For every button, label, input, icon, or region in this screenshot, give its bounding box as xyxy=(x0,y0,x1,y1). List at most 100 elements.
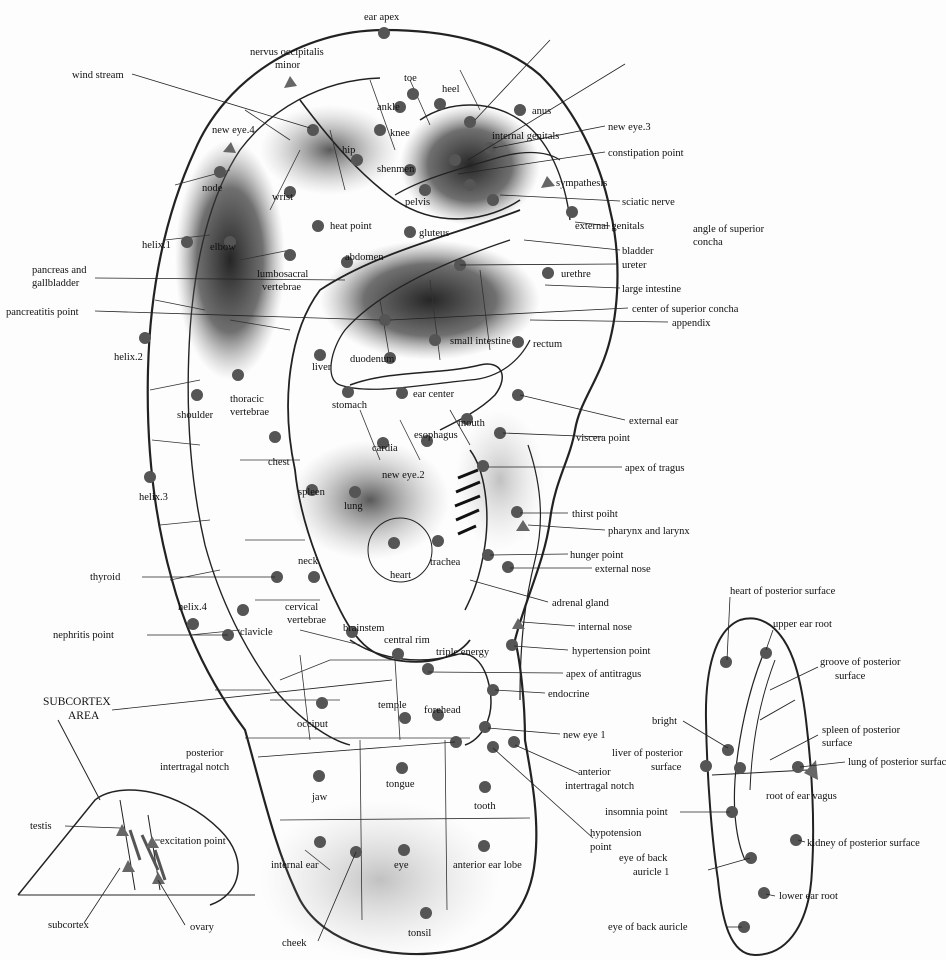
label-subcortex-area-2: AREA xyxy=(68,710,100,722)
label-jaw: jaw xyxy=(311,792,328,803)
label-liver: liver xyxy=(312,362,332,373)
label-shoulder: shoulder xyxy=(177,410,214,421)
label-spleen-of-posterior: spleen of posterior xyxy=(822,725,901,736)
label-heat-point: heat point xyxy=(330,221,372,232)
label-pancreas-and: pancreas and xyxy=(32,265,87,276)
label-pelvis: pelvis xyxy=(405,197,430,208)
label-vertebrae-2: vertebrae xyxy=(230,407,269,418)
label-testis: testis xyxy=(30,821,52,832)
label-nervus-occipitalis: nervus occipitalis xyxy=(250,47,324,58)
shade-lobe xyxy=(260,800,500,960)
label-lung-of-posterior-surface: lung of posterior surface xyxy=(848,757,946,768)
label-excitation-point: excitation point xyxy=(160,836,226,847)
label-cheek: cheek xyxy=(282,938,307,949)
label-shenmen: shenmen xyxy=(377,164,415,175)
label-sympathesis: sympathesis xyxy=(556,178,607,189)
label-eye-of-back-auricle: eye of back auricle xyxy=(608,922,688,933)
label-lower-ear-root: lower ear root xyxy=(779,891,838,902)
shade-helix-upper xyxy=(175,140,285,380)
shade-antihelix xyxy=(260,105,400,195)
label-node: node xyxy=(202,183,223,194)
label-internal-nose: internal nose xyxy=(578,622,632,633)
label-groove-of-posterior: groove of posterior xyxy=(820,657,901,668)
label-ankle: ankle xyxy=(377,102,400,113)
label-heel: heel xyxy=(442,84,460,95)
label-internal-genitals: internal genitals xyxy=(492,131,559,142)
label-gallbladder: gallbladder xyxy=(32,278,80,289)
label-elbow: elbow xyxy=(210,242,236,253)
label-spleen-surface: surface xyxy=(822,738,853,749)
label-thirst-point: thirst poiht xyxy=(572,509,618,520)
label-tonsil: tonsil xyxy=(408,928,431,939)
label-intertragal-notch: intertragal notch xyxy=(160,762,230,773)
label-liver-of-posterior: liver of posterior xyxy=(612,748,683,759)
label-helix-3: helix.3 xyxy=(139,492,168,503)
label-toe: toe xyxy=(404,73,417,84)
label-anterior: anterior xyxy=(578,767,611,778)
label-small-intestine: small intestine xyxy=(450,336,511,347)
label-heart-of-posterior-surface: heart of posterior surface xyxy=(730,586,836,597)
label-hypertension-point: hypertension point xyxy=(572,646,651,657)
label-insomnia-point: insomnia point xyxy=(605,807,668,818)
label-constipation-point: constipation point xyxy=(608,148,684,159)
label-ear-center: ear center xyxy=(413,389,455,400)
label-occiput: occiput xyxy=(297,719,328,730)
label-esophagus: esophagus xyxy=(414,430,458,441)
label-angle-of-superior: angle of superior xyxy=(693,224,765,235)
label-groove-surface: surface xyxy=(835,671,866,682)
label-eye: eye xyxy=(394,860,409,871)
label-spleen: spleen xyxy=(298,487,326,498)
label-hip: hip xyxy=(342,145,355,156)
label-brainstem: brainstem xyxy=(343,623,384,634)
label-pancreatitis-point: pancreatitis point xyxy=(6,307,79,318)
label-ureter: ureter xyxy=(622,260,647,271)
label-concha: concha xyxy=(693,237,723,248)
label-new-eye-1: new eye 1 xyxy=(563,730,606,741)
shade-cavum-concha xyxy=(290,440,450,560)
label-ovary: ovary xyxy=(190,922,215,933)
label-gluteus: gluteus xyxy=(419,228,449,239)
label-liver-surface: surface xyxy=(651,762,682,773)
label-large-intestine: large intestine xyxy=(622,284,681,295)
label-pharynx-and-larynx: pharynx and larynx xyxy=(608,526,690,537)
label-anterior-intertragal-notch: intertragal notch xyxy=(565,781,635,792)
label-appendix: appendix xyxy=(672,318,711,329)
label-urethre: urethre xyxy=(561,269,591,280)
label-anterior-ear-lobe: anterior ear lobe xyxy=(453,860,522,871)
label-chest: chest xyxy=(268,457,290,468)
label-clavicle: clavicle xyxy=(240,627,273,638)
label-neck: neck xyxy=(298,556,319,567)
label-heart: heart xyxy=(390,570,411,581)
label-helix-2: helix.2 xyxy=(114,352,143,363)
label-subcortex-area-1: SUBCORTEX xyxy=(43,696,111,708)
label-new-eye-2: new eye.2 xyxy=(382,470,425,481)
label-temple: temple xyxy=(378,700,407,711)
label-sciatic-nerve: sciatic nerve xyxy=(622,197,675,208)
label-cardia: cardia xyxy=(372,443,398,454)
label-apex-of-tragus: apex of tragus xyxy=(625,463,684,474)
label-root-of-ear-vagus: root of ear vagus xyxy=(766,791,837,802)
label-rectum: rectum xyxy=(533,339,562,350)
label-wrist: wrist xyxy=(272,192,293,203)
label-tooth: tooth xyxy=(474,801,496,812)
label-mouth: mouth xyxy=(458,418,486,429)
label-new-eye-4: new eye.4 xyxy=(212,125,255,136)
label-external-ear: external ear xyxy=(629,416,679,427)
label-point: point xyxy=(590,842,612,853)
label-hunger-point: hunger point xyxy=(570,550,623,561)
label-external-nose: external nose xyxy=(595,564,651,575)
label-apex-of-antitragus: apex of antitragus xyxy=(566,669,641,680)
label-helix-1: helix.1 xyxy=(142,240,171,251)
label-triple-energy: triple energy xyxy=(436,647,490,658)
label-viscera-point: viscera point xyxy=(576,433,630,444)
label-posterior: posterior xyxy=(186,748,224,759)
label-center-of-superior-concha: center of superior concha xyxy=(632,304,739,315)
label-duodenum: duodenum xyxy=(350,354,394,365)
label-bladder: bladder xyxy=(622,246,654,257)
label-trachea: trachea xyxy=(430,557,461,568)
label-external-genitals: external genitals xyxy=(575,221,644,232)
label-wind-stream: wind stream xyxy=(72,70,124,81)
label-adrenal-gland: adrenal gland xyxy=(552,598,610,609)
label-vertebrae-3: vertebrae xyxy=(287,615,326,626)
